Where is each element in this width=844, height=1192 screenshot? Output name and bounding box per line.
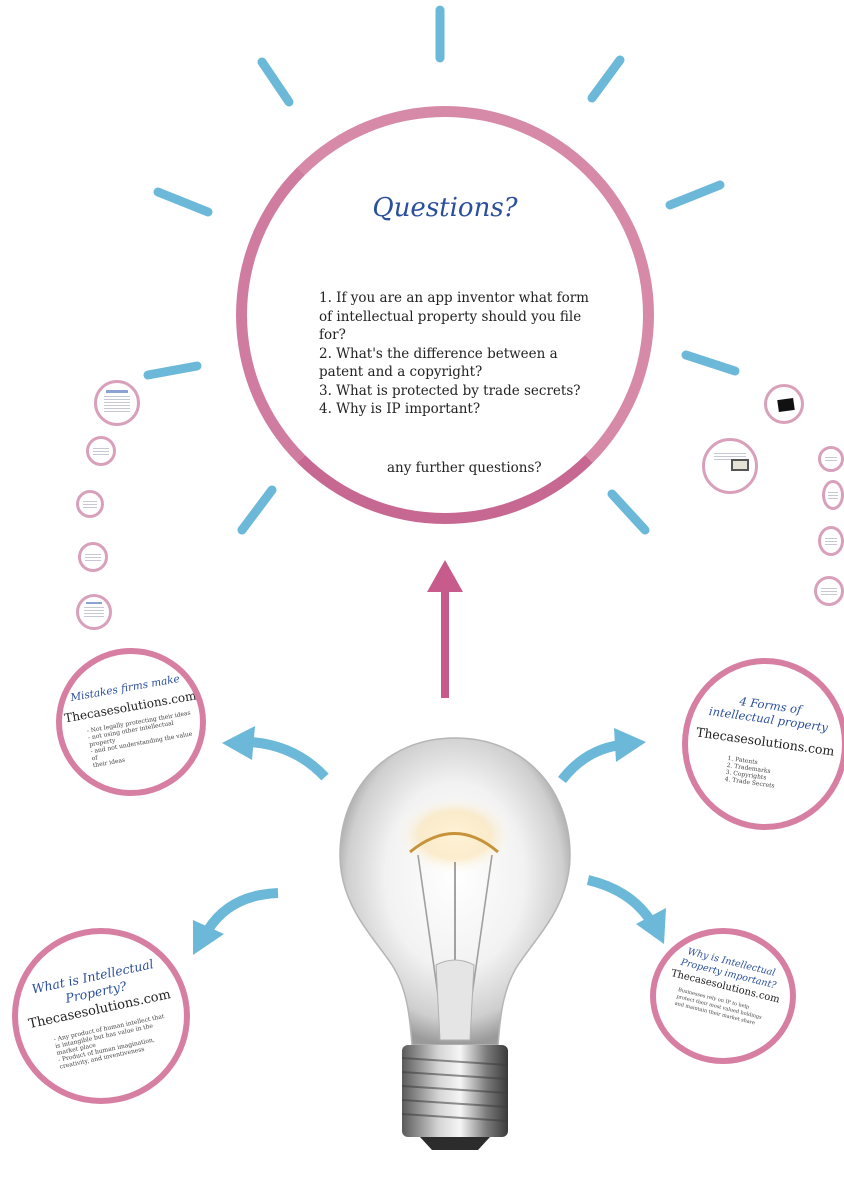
question-line: patent and a copyright?: [319, 364, 483, 380]
ray-left-upper: [153, 187, 213, 217]
questions-list: 1. If you are an app inventor what form …: [319, 289, 619, 419]
questions-circle[interactable]: Questions? 1. If you are an app inventor…: [236, 106, 654, 524]
what-is-ip-circle[interactable]: What is Intellectual Property? Thecaseso…: [12, 928, 190, 1104]
thumbnail-frame[interactable]: [76, 490, 104, 518]
question-line: 3. What is protected by trade secrets?: [319, 382, 581, 399]
thumbnail-frame[interactable]: [818, 446, 844, 472]
question-line: 2. What's the difference between a: [319, 345, 558, 362]
further-questions-text: any further questions?: [387, 460, 542, 476]
image-thumbnail-icon: [731, 459, 749, 471]
arrow-to-mistakes: [222, 726, 329, 781]
question-line: for?: [319, 327, 346, 343]
ray-bottom-right: [607, 489, 650, 535]
ray-top-left: [257, 57, 294, 107]
ray-top-right: [587, 55, 625, 103]
ray-bottom-left: [237, 485, 277, 535]
forms-list: 1. Patents 2. Trademarks 3. Copyrights 4…: [724, 755, 827, 797]
thumbnail-frame[interactable]: [78, 542, 108, 572]
thumbnail-frame[interactable]: [822, 480, 844, 510]
thumbnail-frame[interactable]: [702, 438, 758, 494]
video-thumbnail-icon: [777, 397, 795, 413]
thumbnail-frame[interactable]: [764, 384, 804, 424]
arrow-to-what-is: [193, 888, 279, 955]
thumbnail-frame[interactable]: [814, 576, 844, 606]
question-line: 4. Why is IP important?: [319, 401, 481, 417]
question-line: of intellectual property should you file: [319, 308, 582, 325]
ray-left-lower: [143, 361, 202, 380]
ray-right-lower: [681, 350, 740, 376]
why-ip-important-circle[interactable]: Why is Intellectual Property important? …: [650, 928, 796, 1064]
ray-right-upper: [665, 180, 725, 210]
thumbnail-frame[interactable]: [94, 380, 140, 426]
questions-title: Questions?: [372, 193, 518, 223]
thumbnail-frame[interactable]: [818, 526, 844, 556]
arrow-up-to-questions: [427, 560, 463, 698]
thumbnail-frame[interactable]: [76, 594, 112, 630]
question-line: 1. If you are an app inventor what form: [319, 290, 589, 306]
sun-rays: [143, 5, 740, 535]
forms-circle[interactable]: 4 Forms of intellectual property Thecase…: [682, 658, 844, 830]
arrow-to-why: [586, 875, 666, 944]
light-bulb-image: [339, 737, 571, 1150]
mistakes-circle[interactable]: Mistakes firms make Thecasesolutions.com…: [56, 648, 206, 796]
arrow-to-forms: [558, 728, 646, 784]
thumbnail-frame[interactable]: [86, 436, 116, 466]
